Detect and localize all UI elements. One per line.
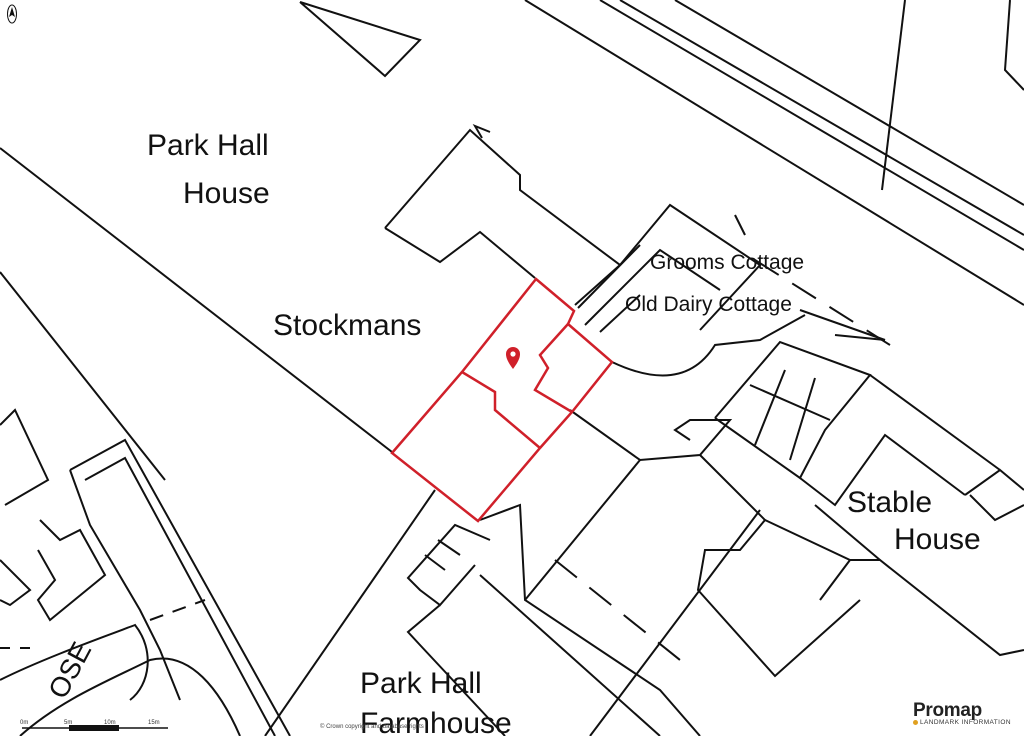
field-boundary — [881, 0, 906, 191]
brand-dot-icon — [913, 719, 918, 725]
building-outline — [569, 409, 733, 462]
building-outline — [969, 494, 1024, 522]
driveway-curve — [611, 314, 806, 377]
scale-tick-label: 5m — [64, 720, 73, 726]
site-internal-line — [533, 323, 573, 414]
copyright-notice: © Crown copyright and database rights — [320, 724, 424, 730]
building-outline — [789, 377, 816, 461]
building-outline — [799, 433, 966, 507]
brand-subtitle-text: LANDMARK INFORMATION — [920, 719, 1011, 726]
scale-bar-segment — [69, 725, 119, 731]
building-outline — [814, 504, 881, 561]
building-outline — [36, 519, 107, 622]
label-stable-house: Stable — [847, 486, 933, 519]
building-outline — [479, 503, 701, 736]
building-outline — [714, 340, 872, 480]
dashed-path — [754, 259, 891, 346]
road-edge — [0, 147, 393, 453]
label-stable-house: House — [894, 523, 981, 556]
building-outline — [0, 559, 32, 607]
north-arrow-icon — [7, 4, 17, 24]
building-outline — [584, 248, 721, 326]
building-outline — [472, 123, 491, 139]
label-grooms-cottage: Grooms Cottage — [650, 251, 805, 274]
road-edge — [84, 456, 276, 736]
map-pin-icon[interactable] — [506, 347, 520, 369]
building-outline — [834, 334, 886, 341]
building-outline — [799, 309, 886, 341]
dashed-path — [149, 599, 206, 621]
road-edge — [69, 438, 291, 736]
building-outline — [406, 604, 506, 736]
dashed-path — [554, 559, 681, 661]
site-boundary[interactable] — [390, 277, 614, 523]
building-outline — [406, 523, 491, 607]
building-outline — [869, 374, 1001, 471]
brand-subtitle: LANDMARK INFORMATION — [913, 719, 1011, 726]
building-outline — [299, 1, 422, 78]
road-curve — [0, 623, 149, 701]
site-internal-line — [461, 370, 541, 449]
building-outline — [384, 128, 622, 306]
road-edge — [599, 0, 1024, 251]
building-outline — [437, 539, 461, 556]
label-park-hall-house: House — [183, 177, 270, 210]
building-outline — [589, 509, 761, 736]
scale-tick-label: 15m — [148, 720, 160, 726]
label-stockmans: Stockmans — [273, 309, 422, 342]
building-outline — [479, 574, 661, 736]
building-outline — [524, 459, 641, 601]
building-outline — [749, 384, 831, 421]
label-park-hall-farmhouse: Park Hall — [360, 667, 482, 700]
field-boundary — [1003, 0, 1024, 91]
road-curve — [19, 657, 241, 736]
building-outline — [754, 369, 786, 446]
road-edge — [674, 0, 1024, 206]
label-park-hall-house: Park Hall — [147, 129, 269, 162]
road-edge — [524, 0, 1024, 306]
road-edge — [619, 0, 1024, 236]
building-outline — [0, 408, 50, 506]
building-outline — [819, 559, 851, 601]
building-outline — [424, 554, 446, 571]
label-park-hall-farmhouse: Farmhouse — [360, 707, 512, 740]
building-outline — [577, 244, 641, 309]
scale-tick-label: 0m — [20, 720, 29, 726]
building-outline — [619, 203, 762, 331]
building-outline — [384, 227, 536, 279]
building-outline — [696, 454, 861, 678]
building-outline — [964, 468, 1024, 496]
brand-logo: Promap — [913, 700, 982, 721]
road-edge — [264, 489, 436, 736]
building-outline — [599, 294, 641, 333]
scale-tick-label: 10m — [104, 720, 116, 726]
building-outline — [734, 214, 746, 236]
label-old-dairy-cottage: Old Dairy Cottage — [625, 293, 792, 316]
building-outline — [69, 469, 181, 701]
road-edge — [0, 271, 166, 481]
